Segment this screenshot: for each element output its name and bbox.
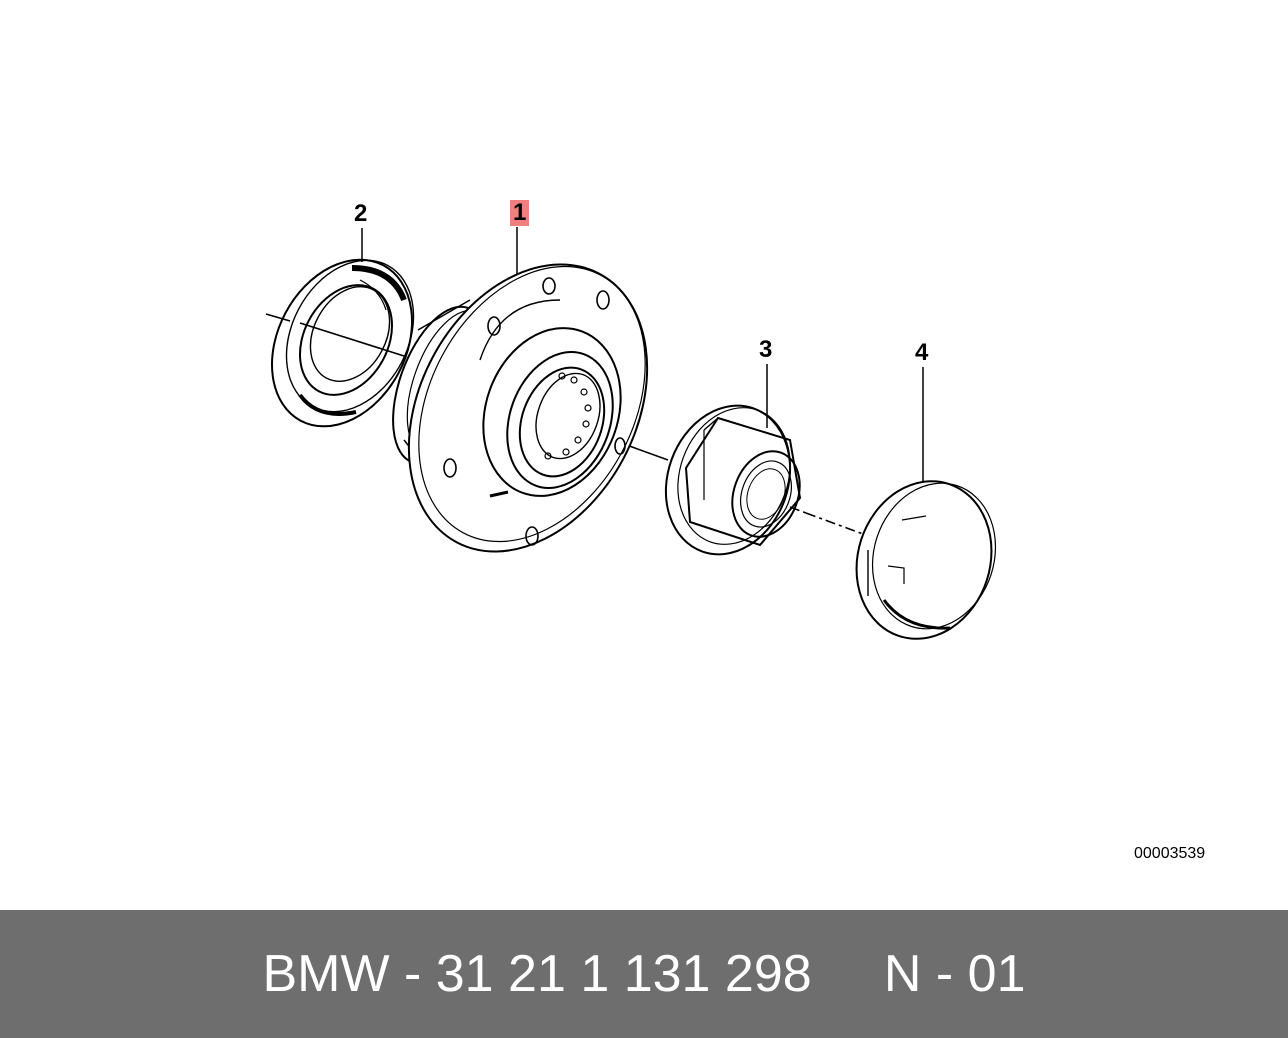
diagram-area: 1 2 3 4 00003539: [244, 199, 1206, 862]
part-1-wheel-hub[interactable]: [361, 223, 694, 593]
callout-2[interactable]: 2: [354, 200, 368, 227]
part-2-seal-ring[interactable]: [244, 235, 440, 450]
leader-lines: [361, 227, 924, 484]
callout-3[interactable]: 3: [759, 336, 773, 363]
part-number-label: BMW - 31 21 1 131 298 N - 01: [262, 945, 1026, 1003]
part-4-hub-cap[interactable]: [837, 464, 1014, 657]
footer-bar: BMW - 31 21 1 131 298 N - 01: [0, 910, 1288, 1038]
drawing-id: 00003539: [1134, 845, 1206, 862]
callout-1[interactable]: 1: [510, 200, 530, 226]
parts-diagram: [244, 223, 1014, 657]
part-3-collar-nut[interactable]: [646, 388, 811, 572]
callout-4[interactable]: 4: [915, 339, 929, 366]
